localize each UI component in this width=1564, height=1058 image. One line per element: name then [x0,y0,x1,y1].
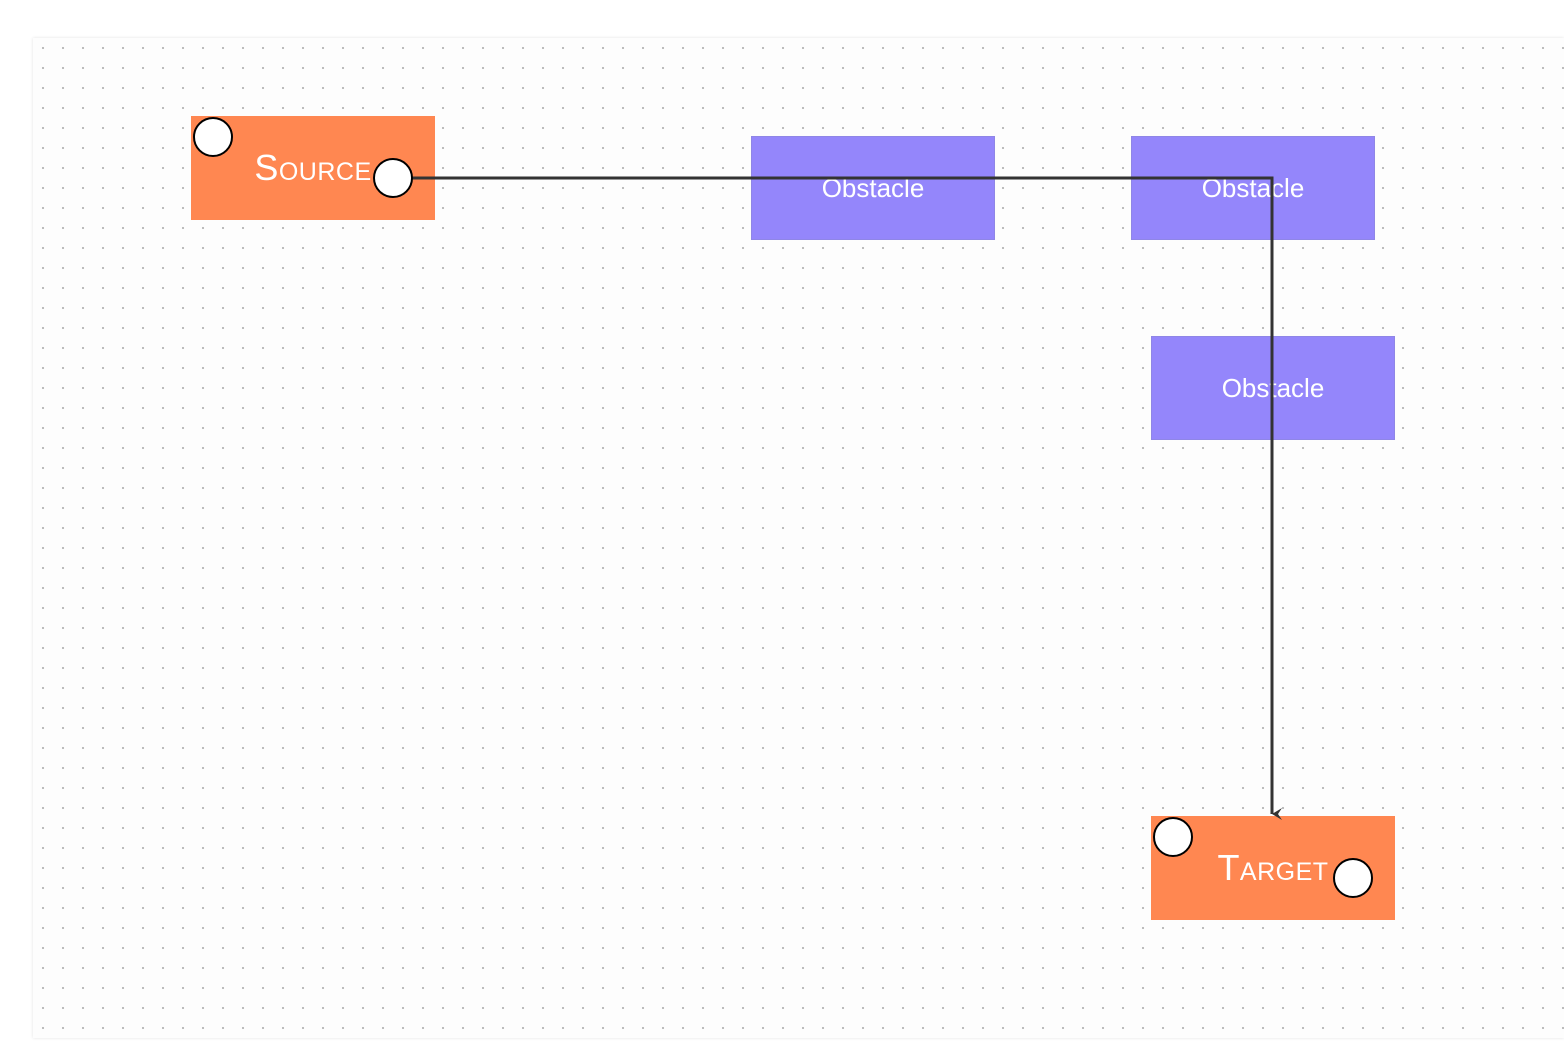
obstacle-label: Obstacle [1221,372,1325,403]
obstacle-label: Obstacle [821,172,925,203]
obstacle-node[interactable]: Obstacle [1131,136,1375,240]
target-label: Target [1217,847,1329,888]
obstacle-label: Obstacle [1201,172,1305,203]
source-label: Source [254,147,372,188]
target-port-top-left[interactable] [1153,817,1193,857]
obstacle-node[interactable]: Obstacle [751,136,995,240]
source-port-right[interactable] [373,158,413,198]
target-port-right[interactable] [1333,858,1373,898]
obstacle-node[interactable]: Obstacle [1151,336,1395,440]
source-port-top-left[interactable] [193,117,233,157]
